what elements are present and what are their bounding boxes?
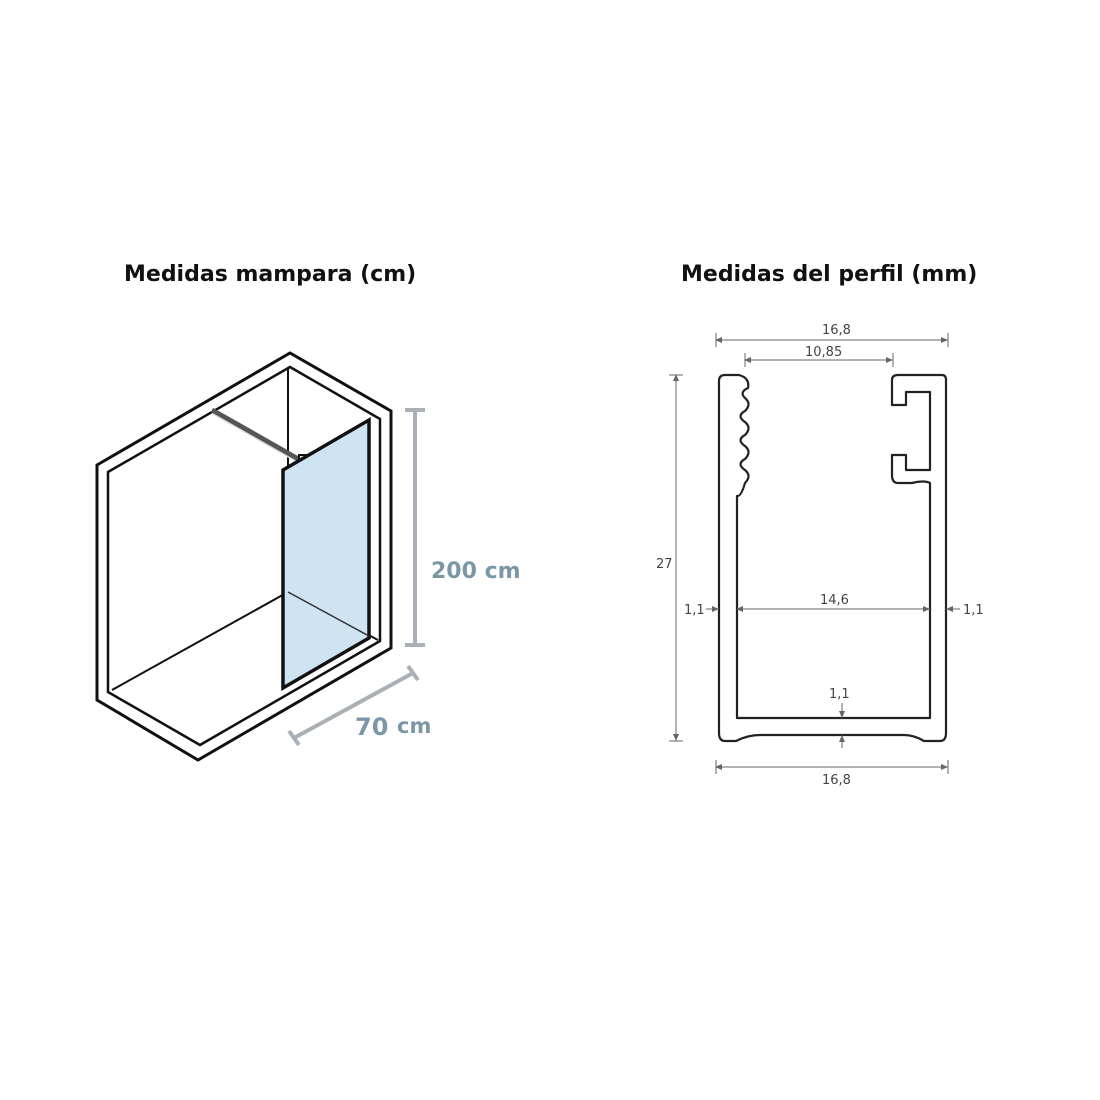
base-thickness-label: 1,1	[829, 687, 850, 702]
width-dimension	[287, 664, 420, 747]
left-wall-label: 1,1	[684, 603, 705, 618]
inner-wall	[106, 365, 382, 747]
inner-top-label: 10,85	[805, 345, 842, 360]
floor-edge-left	[111, 591, 289, 691]
profile-section-drawing	[717, 373, 948, 743]
bottom-width-label: 16,8	[822, 773, 851, 788]
profile-outline	[717, 373, 948, 743]
left-diagram-title: Medidas mampara (cm)	[124, 262, 417, 287]
height-dimension	[405, 408, 425, 647]
top-width-label: 16,8	[822, 323, 851, 338]
inner-width-label: 14,6	[820, 593, 849, 608]
width-value: 70	[355, 713, 388, 741]
glass-panel	[281, 416, 371, 692]
width-unit: cm	[397, 714, 431, 738]
right-diagram-title: Medidas del perfil (mm)	[681, 262, 978, 287]
profile-dimensions	[669, 333, 960, 774]
stabilizer-bar	[210, 407, 302, 463]
right-wall-label: 1,1	[963, 603, 984, 618]
height-mm-label: 27	[656, 557, 673, 572]
height-label: 200 cm	[431, 559, 521, 584]
shower-enclosure-drawing	[95, 351, 393, 762]
outer-wall	[95, 351, 393, 762]
